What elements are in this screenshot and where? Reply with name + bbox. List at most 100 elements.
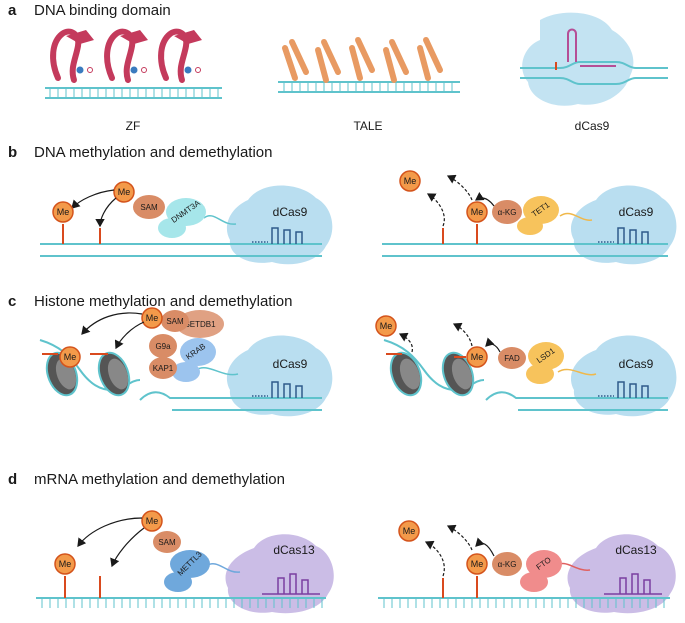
me-mark-d-label: Me	[59, 559, 72, 569]
histone-methylation: Me SETDB1 G9a KRAB KAP1	[39, 307, 333, 417]
cofactor-akg-d: α-KG	[492, 552, 522, 576]
nucleosome-4	[441, 351, 475, 397]
nucleosome-2	[97, 351, 131, 397]
enzyme-fto: FTO	[520, 550, 562, 592]
arrow-transfer-d1	[77, 517, 143, 547]
label-sam-b: SAM	[140, 203, 158, 212]
me-mark-b: Me	[52, 201, 74, 244]
arrow-release-b2	[446, 174, 473, 201]
panel-d-title: mRNA methylation and demethylation	[34, 471, 285, 488]
me-donor-d: Me	[141, 510, 163, 532]
label-g9a: G9a	[155, 342, 171, 351]
tale-repeat-1	[282, 39, 309, 81]
zf-finger-3	[158, 28, 202, 83]
enzyme-dnmt3a: DNMT3A	[158, 198, 206, 238]
enzyme-krab: KRAB	[172, 338, 216, 382]
me-mark-c-label: Me	[64, 352, 77, 362]
mrna-ticks-left	[41, 598, 323, 608]
zf-finger-2	[104, 28, 148, 83]
enzyme-g9a: G9a	[149, 334, 177, 358]
dna-methylation: DNMT3A SAM Me Me dCas9	[40, 181, 333, 265]
label-kap1: KAP1	[153, 364, 174, 373]
caption-tale: TALE	[353, 119, 382, 133]
me-mark-c: Me	[59, 346, 81, 368]
label-dcas9-b-right: dCas9	[619, 205, 654, 219]
tale-repeat-2	[315, 39, 341, 83]
me-mark-d-right: Me	[466, 553, 488, 598]
panel-c: c Histone methylation and demethylation	[8, 293, 677, 417]
me-donor-c: Me	[141, 307, 163, 329]
histone-demethylation: Me LSD1 FAD Me dCas9	[375, 315, 677, 417]
enzyme-mettl3: METTL3	[164, 549, 210, 592]
label-dcas9-b-left: dCas9	[273, 205, 308, 219]
arrow-recruit-d	[475, 537, 495, 557]
arrow-transfer-d2	[110, 527, 145, 568]
arrow-release-d1	[424, 540, 445, 577]
tale-illustration: TALE	[278, 37, 460, 133]
panel-c-letter: c	[8, 293, 16, 310]
cofactor-sam-d: SAM	[153, 531, 181, 553]
me-mark-c-right: Me	[466, 346, 488, 368]
arrow-release-c1	[398, 332, 413, 353]
me-mark-d-right-label: Me	[471, 559, 484, 569]
label-dcas9-c-right: dCas9	[619, 357, 654, 371]
dcas9-illustration: dCas9	[520, 12, 668, 133]
arrow-release-b1	[426, 193, 445, 227]
dna-demethylation: TET1 α-KG Me Me dCas9	[382, 170, 677, 265]
enzyme-tet1: TET1	[517, 196, 559, 235]
me-mark-d: Me	[54, 553, 76, 598]
panel-b-letter: b	[8, 144, 17, 161]
panel-a: a DNA binding domain	[8, 2, 668, 133]
label-dcas13-d-right: dCas13	[615, 543, 657, 557]
panel-a-title: DNA binding domain	[34, 2, 171, 19]
me-released-c: Me	[375, 315, 397, 337]
label-akg-d: α-KG	[498, 560, 517, 569]
enzyme-kap1: KAP1	[149, 357, 177, 379]
enzyme-lsd1: LSD1	[526, 342, 564, 384]
me-donor-d-label: Me	[146, 516, 159, 526]
arrow-recruit-c	[485, 337, 501, 353]
tale-repeat-4	[383, 39, 409, 83]
dcas9-blob	[522, 12, 634, 106]
cofactor-sam-b: SAM	[133, 195, 165, 219]
dcas9-blob-b-right	[570, 185, 677, 265]
tale-repeat-3	[349, 37, 375, 81]
arrow-recruit-b	[475, 192, 495, 207]
zf-finger-1	[50, 28, 94, 83]
label-setdb1: SETDB1	[184, 320, 216, 329]
label-sam-d: SAM	[158, 538, 176, 547]
dcas9-blob-c-left	[226, 335, 333, 417]
arrow-transfer-b2	[95, 197, 117, 228]
panel-a-letter: a	[8, 2, 17, 19]
mrna-ticks-right	[383, 598, 665, 608]
me-mark-b-right-label: Me	[471, 207, 484, 217]
dcas9-blob-b-left	[226, 185, 333, 265]
dcas9-blob-c-right	[570, 335, 677, 417]
arrow-release-c2	[452, 322, 473, 347]
caption-zf: ZF	[126, 119, 141, 133]
label-akg-b: α-KG	[498, 208, 517, 217]
me-mark-b-label: Me	[57, 207, 70, 217]
mrna-demethylation: FTO α-KG Me Me dCas13	[378, 520, 676, 614]
caption-dcas9: dCas9	[575, 119, 610, 133]
me-released-d-label: Me	[403, 526, 416, 536]
panel-b: b DNA methylation and demethylation DNMT…	[8, 144, 677, 265]
me-released-b-label: Me	[404, 176, 417, 186]
arrow-transfer-b1	[71, 189, 115, 209]
me-donor-c-label: Me	[146, 313, 159, 323]
label-dcas13-d-left: dCas13	[273, 543, 315, 557]
tale-repeat-5	[417, 37, 443, 81]
panel-d: d mRNA methylation and demethylation MET…	[8, 471, 676, 614]
cofactor-fad: FAD	[498, 347, 526, 369]
me-released-d: Me	[398, 520, 420, 542]
nucleosome-3	[389, 351, 423, 397]
label-sam-c: SAM	[166, 317, 184, 326]
mrna-methylation: METTL3 SAM Me Me dCas13	[36, 510, 334, 614]
me-released-c-label: Me	[380, 321, 393, 331]
panel-c-title: Histone methylation and demethylation	[34, 293, 293, 310]
panel-b-title: DNA methylation and demethylation	[34, 144, 272, 161]
panel-d-letter: d	[8, 471, 17, 488]
arrow-transfer-c2	[114, 321, 145, 350]
me-donor-b-label: Me	[118, 187, 131, 197]
